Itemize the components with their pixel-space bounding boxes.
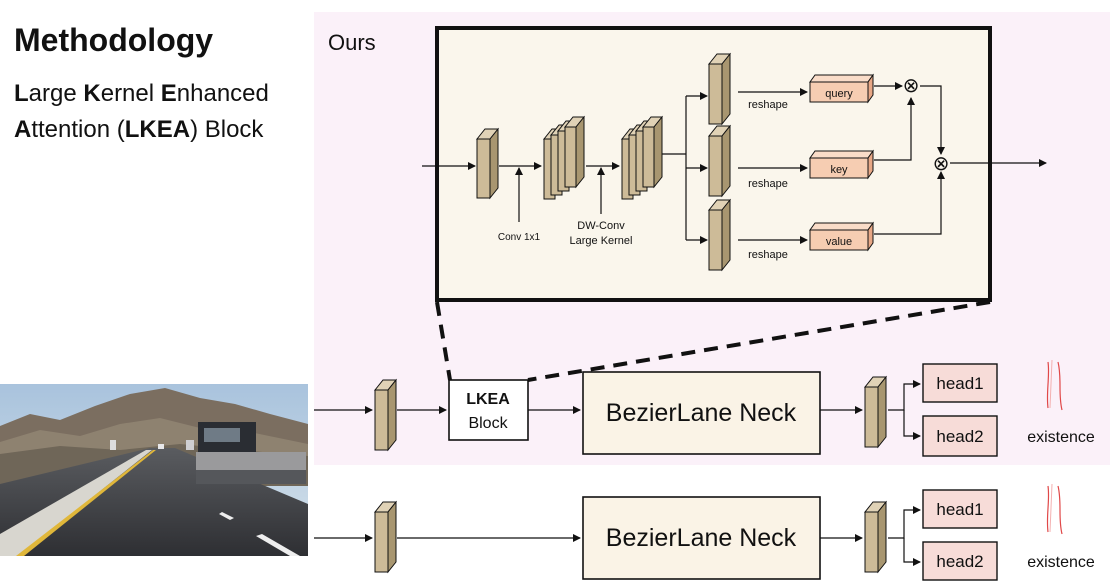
existence-label-ours: existence [1027,429,1095,446]
lkea-block-label-1: LKEA [466,391,510,408]
dwconv-label-1: DW-Conv [577,220,625,232]
reshape-label-query: reshape [748,99,788,111]
head1-label-baseline: head1 [936,500,983,519]
subtitle-line-1: Large Kernel Enhanced [14,80,269,107]
zoom-line-left [435,301,452,381]
lkea-detail-flow [422,52,1047,272]
head2-label-ours: head2 [936,427,983,446]
head1-label-ours: head1 [936,374,983,393]
neck-label-ours: BezierLane Neck [606,399,797,427]
conv1x1-label: Conv 1x1 [498,232,541,243]
pipeline-baseline-flow [314,483,1063,581]
multiply-icon-2: ⊗ [933,153,950,175]
road-scene-image [0,384,308,556]
lkea-block-label-2: Block [468,415,508,432]
multiply-icon-1: ⊗ [903,75,920,97]
pipeline-ours-flow [314,359,1063,457]
query-label: query [825,88,853,100]
slide-title: Methodology [14,22,214,58]
head2-label-baseline: head2 [936,552,983,571]
existence-label-baseline: existence [1027,554,1095,571]
value-label: value [826,236,852,248]
zoom-line-right [527,300,991,382]
reshape-label-value: reshape [748,249,788,261]
reshape-label-key: reshape [748,178,788,190]
subtitle-line-2: Attention (LKEA) Block [14,116,264,143]
neck-label-baseline: BezierLane Neck [606,524,797,552]
dwconv-label-2: Large Kernel [570,235,633,247]
key-label: key [830,164,848,176]
ours-label: Ours [328,30,376,55]
